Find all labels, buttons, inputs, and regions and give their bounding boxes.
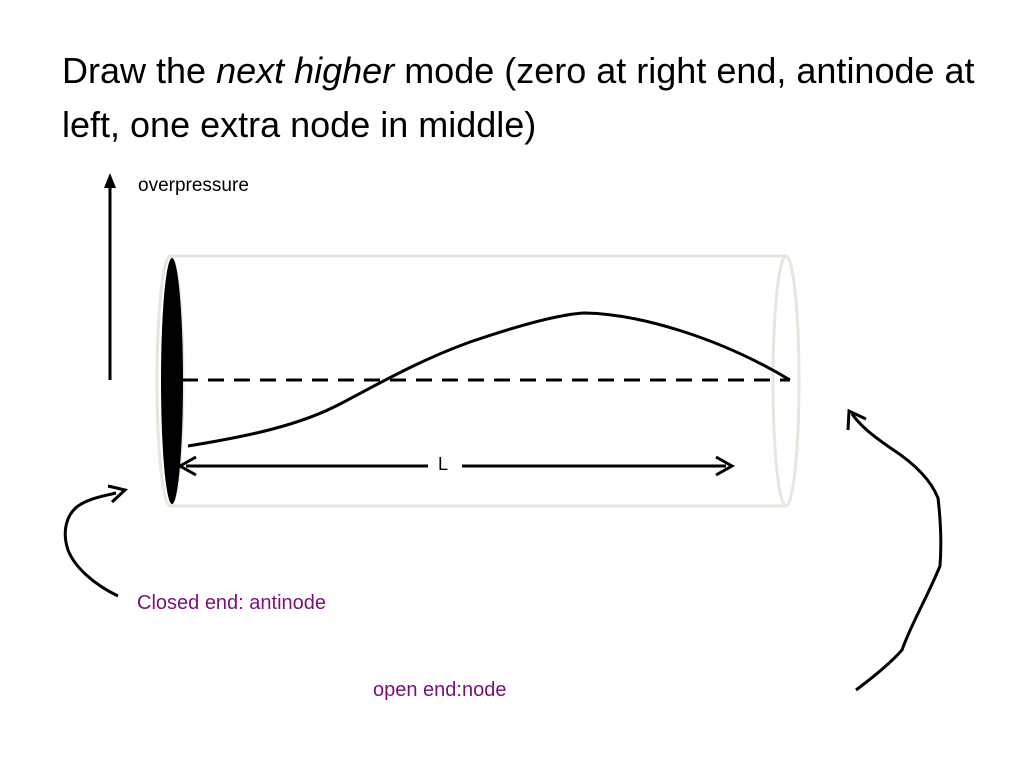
- length-label: L: [438, 454, 449, 474]
- open-end-pointer-arrow: [846, 408, 943, 692]
- pressure-wave-curve: [187, 311, 791, 448]
- overpressure-axis-label: overpressure: [138, 175, 249, 196]
- closed-end-pointer-arrow: [63, 484, 129, 598]
- closed-end-annotation: Closed end: antinode: [137, 592, 327, 614]
- length-double-arrow: [176, 455, 736, 477]
- page-title: Draw the next higher mode (zero at right…: [62, 50, 975, 145]
- closed-end-cap: [161, 258, 183, 504]
- tube: [155, 254, 801, 508]
- open-end-annotation: open end:node: [373, 679, 507, 701]
- tube-open-end-rim: [771, 254, 801, 508]
- overpressure-axis-arrow: [104, 173, 116, 380]
